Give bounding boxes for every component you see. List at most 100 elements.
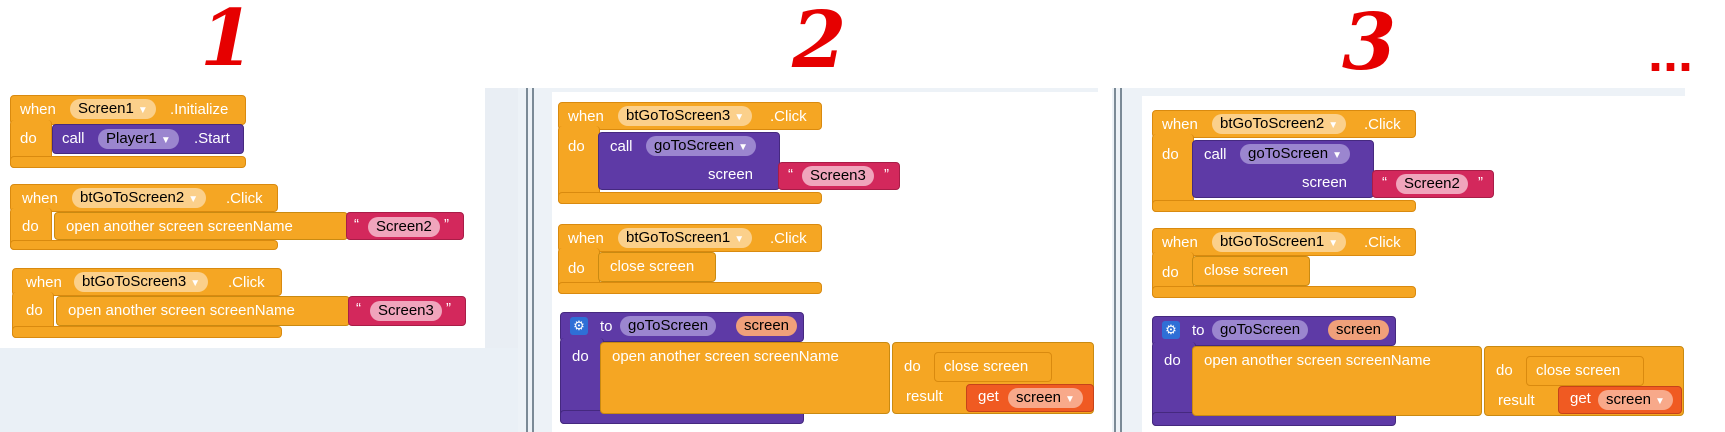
parameter-name[interactable]: screen xyxy=(1328,320,1390,340)
chevron-down-icon: ▼ xyxy=(160,135,171,146)
chevron-down-icon: ▼ xyxy=(734,234,745,245)
event-block-footer xyxy=(12,326,282,338)
component-dropdown[interactable]: btGoToScreen3▼ xyxy=(74,272,209,292)
open-quote: “ xyxy=(1382,174,1387,191)
do-label: do xyxy=(572,348,589,365)
variable-dropdown[interactable]: screen▼ xyxy=(1598,390,1673,410)
event-name-label: .Click xyxy=(770,108,807,125)
close-screen-block[interactable] xyxy=(1192,256,1310,286)
call-label: call xyxy=(610,138,633,155)
component-dropdown[interactable]: btGoToScreen2▼ xyxy=(1212,114,1347,134)
open-screen-label: open another screen screenName xyxy=(66,218,293,235)
do-label: do xyxy=(20,130,37,147)
do-label: do xyxy=(1164,352,1181,369)
close-quote: ” xyxy=(1478,174,1483,191)
component-dropdown[interactable]: Screen1▼ xyxy=(70,99,156,119)
text-value[interactable]: Screen3 xyxy=(370,301,442,321)
chevron-down-icon: ▼ xyxy=(1328,238,1339,249)
event-block-footer xyxy=(10,240,278,250)
when-label: when xyxy=(568,230,604,247)
text-value[interactable]: Screen2 xyxy=(368,217,440,237)
procedure-dropdown[interactable]: goToScreen▼ xyxy=(1240,144,1350,164)
text-value[interactable]: Screen2 xyxy=(1396,174,1468,194)
screen-param-label: screen xyxy=(1302,174,1348,191)
do-label: do xyxy=(1496,362,1513,379)
open-quote: “ xyxy=(354,216,359,233)
chevron-down-icon: ▼ xyxy=(1065,394,1075,405)
event-block-footer xyxy=(558,192,822,204)
chevron-down-icon: ▼ xyxy=(1328,120,1339,131)
close-quote: ” xyxy=(446,300,451,317)
event-name-label: .Click xyxy=(226,190,263,207)
annotation-ellipsis: ... xyxy=(1648,23,1694,83)
close-screen-block[interactable] xyxy=(598,252,716,282)
chevron-down-icon: ▼ xyxy=(734,112,745,123)
event-block-footer xyxy=(558,282,822,294)
variable-dropdown[interactable]: screen▼ xyxy=(1008,388,1083,408)
close-screen-block[interactable] xyxy=(934,352,1052,382)
method-name-label: .Start xyxy=(194,130,230,147)
open-quote: “ xyxy=(356,300,361,317)
open-quote: “ xyxy=(788,166,793,183)
procedure-name[interactable]: goToScreen xyxy=(620,316,717,336)
text-value[interactable]: Screen3 xyxy=(802,166,874,186)
procedure-name[interactable]: goToScreen xyxy=(1212,320,1309,340)
close-screen-label: close screen xyxy=(1204,262,1289,279)
do-label: do xyxy=(568,138,585,155)
event-block-footer xyxy=(10,156,246,168)
when-label: when xyxy=(20,101,56,118)
event-block-footer xyxy=(1152,286,1416,298)
event-name-label: .Click xyxy=(1364,234,1401,251)
result-label: result xyxy=(906,388,943,405)
close-quote: ” xyxy=(884,166,889,183)
divider-line xyxy=(1120,88,1122,432)
close-screen-label: close screen xyxy=(610,258,695,275)
do-label: do xyxy=(568,260,585,277)
chevron-down-icon: ▼ xyxy=(137,105,148,116)
do-label: do xyxy=(1162,146,1179,163)
event-name-label: .Click xyxy=(770,230,807,247)
do-label: do xyxy=(22,218,39,235)
do-label: do xyxy=(904,358,921,375)
close-screen-label: close screen xyxy=(944,358,1029,375)
event-name-label: .Initialize xyxy=(170,101,229,118)
do-label: do xyxy=(1162,264,1179,281)
gear-icon[interactable]: ⚙ xyxy=(1162,321,1180,339)
when-label: when xyxy=(1162,234,1198,251)
do-label: do xyxy=(26,302,43,319)
parameter-name[interactable]: screen xyxy=(736,316,798,336)
call-label: call xyxy=(62,130,85,147)
component-dropdown[interactable]: Player1▼ xyxy=(98,129,179,149)
chevron-down-icon: ▼ xyxy=(188,194,199,205)
get-label: get xyxy=(1570,390,1591,407)
workspace-bottom-fill xyxy=(0,348,518,432)
call-label: call xyxy=(1204,146,1227,163)
open-another-screen-block[interactable] xyxy=(600,342,890,414)
event-name-label: .Click xyxy=(228,274,265,291)
screen-param-label: screen xyxy=(708,166,754,183)
close-screen-block[interactable] xyxy=(1526,356,1644,386)
divider-line xyxy=(526,88,528,432)
to-label: to xyxy=(1192,322,1205,339)
component-dropdown[interactable]: btGoToScreen3▼ xyxy=(618,106,753,126)
component-dropdown[interactable]: btGoToScreen1▼ xyxy=(1212,232,1347,252)
event-block-footer xyxy=(1152,200,1416,212)
chevron-down-icon: ▼ xyxy=(1332,150,1342,161)
annotation-number-1: 1 xyxy=(200,0,255,84)
component-dropdown[interactable]: btGoToScreen2▼ xyxy=(72,188,207,208)
procedure-dropdown[interactable]: goToScreen▼ xyxy=(646,136,756,156)
open-screen-label: open another screen screenName xyxy=(612,348,839,365)
open-another-screen-block[interactable] xyxy=(56,296,350,326)
close-quote: ” xyxy=(444,216,449,233)
open-another-screen-block[interactable] xyxy=(54,212,348,240)
divider-line xyxy=(1114,88,1116,432)
annotation-number-2: 2 xyxy=(792,0,847,86)
component-dropdown[interactable]: btGoToScreen1▼ xyxy=(618,228,753,248)
close-screen-label: close screen xyxy=(1536,362,1621,379)
chevron-down-icon: ▼ xyxy=(1655,396,1665,407)
open-another-screen-block[interactable] xyxy=(1192,346,1482,416)
gear-icon[interactable]: ⚙ xyxy=(570,317,588,335)
event-block-body xyxy=(1152,134,1194,212)
when-label: when xyxy=(26,274,62,291)
annotation-number-3: 3 xyxy=(1342,0,1397,88)
